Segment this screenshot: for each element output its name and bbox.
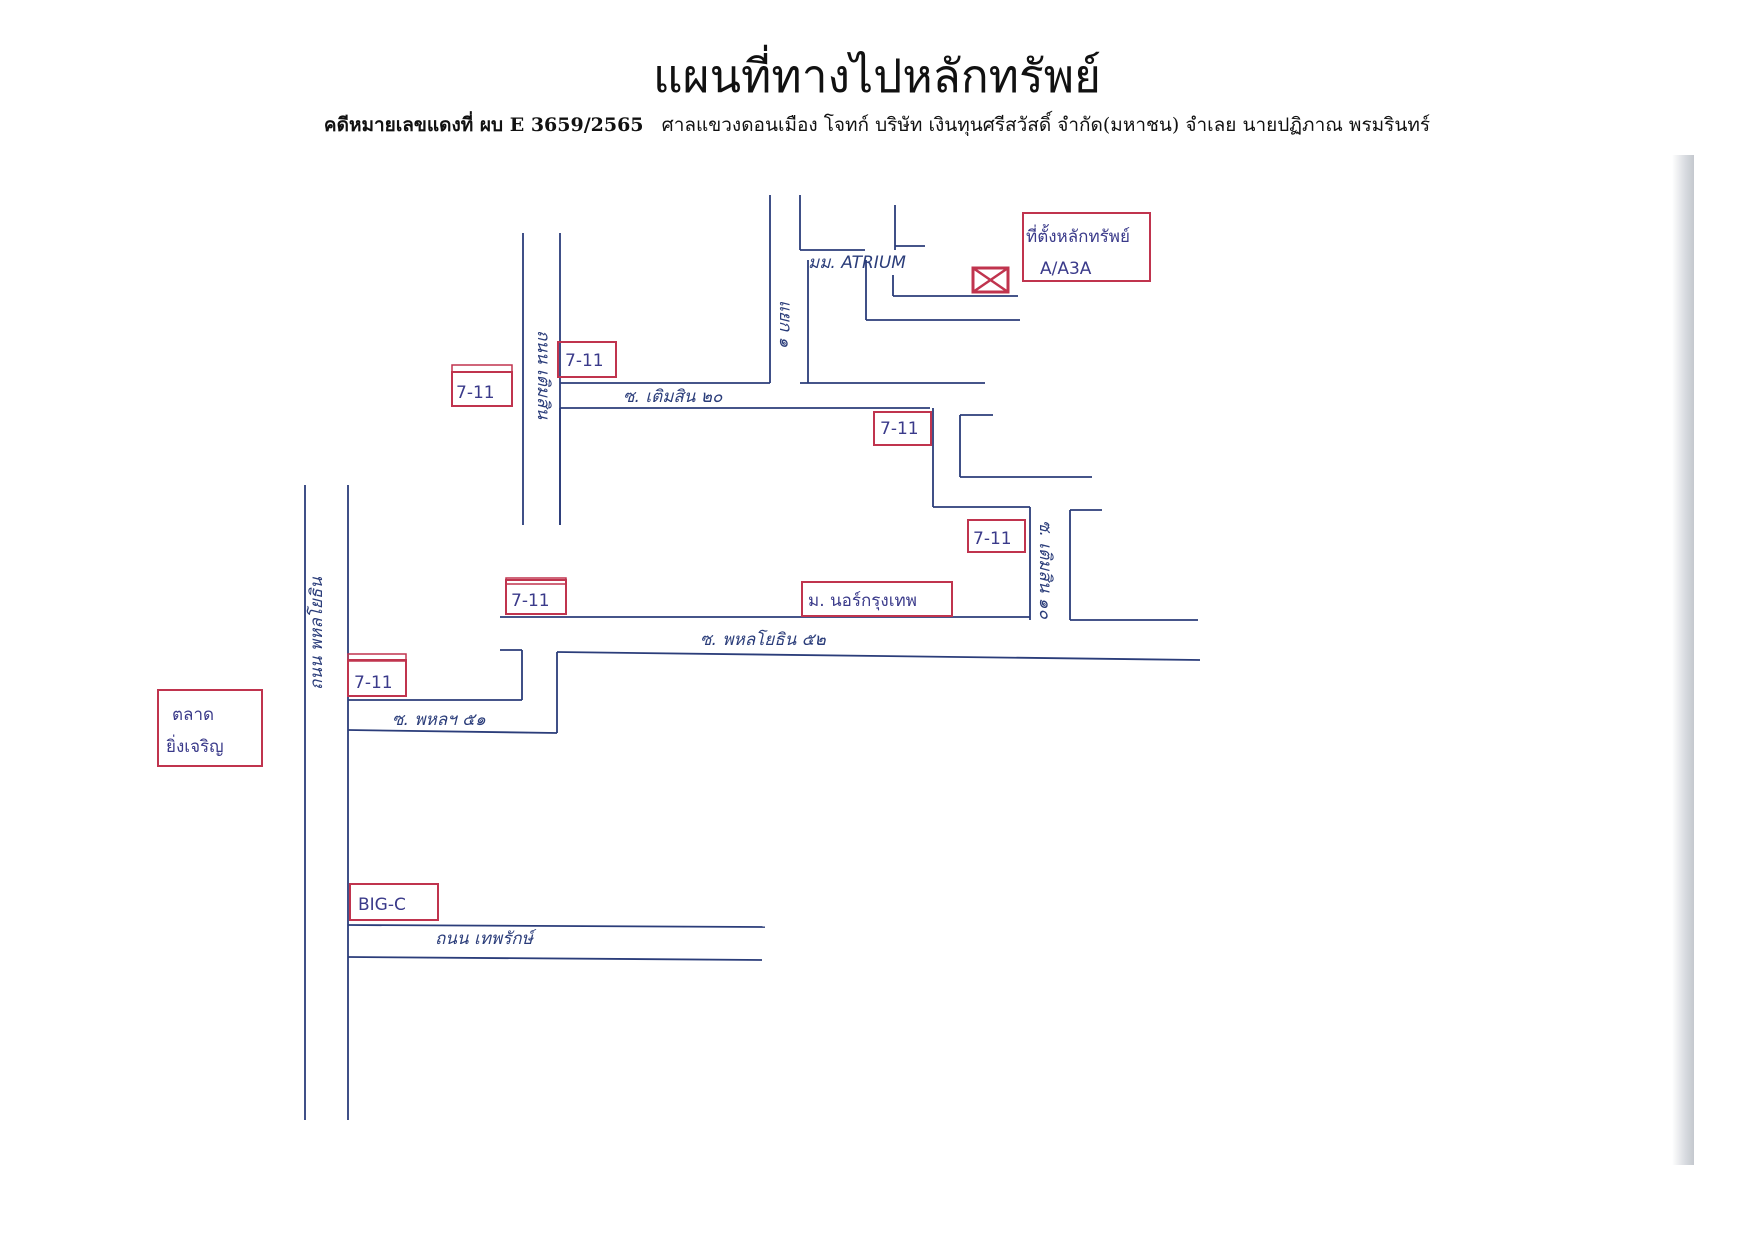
seven-eleven-e: 7-11 <box>505 577 567 615</box>
seven-eleven-d: 7-11 <box>967 519 1026 553</box>
market: ตลาด ยิ่งเจริญ <box>157 689 263 767</box>
soi-right-label: ซ. เติมสิน ๑๐ <box>1035 520 1055 620</box>
lane-1-label: แยก ๑ <box>775 300 795 348</box>
svg-text:ตลาด: ตลาด <box>172 705 214 725</box>
soi-phahon-51-label: ซ. พหลฯ ๕๑ <box>392 710 486 730</box>
svg-text:BIG-C: BIG-C <box>358 895 406 915</box>
case-subtitle: คดีหมายเลขแดงที่ ผบ E 3659/2565 ศาลแขวงด… <box>0 110 1754 140</box>
seven-eleven-c: 7-11 <box>873 411 932 446</box>
village-atrium-label: มม. ATRIUM <box>808 253 906 273</box>
svg-text:7-11: 7-11 <box>565 351 604 371</box>
road-thoem-sin-label: ถนน เติมสิน <box>533 330 553 419</box>
roads <box>304 195 1201 1120</box>
soi-thoem-sin-20-label: ซ. เติมสิน ๒๐ <box>623 387 723 407</box>
road-phahonyothin-label: ถนน พหลโยธิน <box>306 577 327 690</box>
property-marker: ที่ตั้งหลักทรัพย์ A/A3A <box>971 212 1151 294</box>
seven-eleven-a: 7-11 <box>451 364 513 407</box>
svg-text:7-11: 7-11 <box>880 419 919 439</box>
scan-edge-shadow <box>1672 155 1694 1165</box>
seven-eleven-f: 7-11 <box>347 653 407 697</box>
road-thep-rak-label: ถนน เทพรักษ์ <box>435 929 537 949</box>
case-parties: ศาลแขวงดอนเมือง โจทก์ บริษัท เงินทุนศรีส… <box>661 114 1431 136</box>
village-bangkok: ม. นอร์กรุงเทพ <box>801 581 953 617</box>
property-label: ที่ตั้งหลักทรัพย์ <box>1026 224 1130 247</box>
svg-text:7-11: 7-11 <box>973 529 1012 549</box>
soi-phahon-52-label: ซ. พหลโยธิน ๕๒ <box>700 629 827 650</box>
svg-text:7-11: 7-11 <box>456 383 495 403</box>
seven-eleven-b: 7-11 <box>557 341 617 378</box>
svg-text:ยิ่งเจริญ: ยิ่งเจริญ <box>166 734 224 757</box>
big-c: BIG-C <box>349 883 439 921</box>
svg-text:7-11: 7-11 <box>354 673 393 693</box>
page-title: แผนที่ทางไปหลักทรัพย์ <box>653 49 1101 103</box>
svg-text:7-11: 7-11 <box>511 591 550 611</box>
svg-text:ม. นอร์กรุงเทพ: ม. นอร์กรุงเทพ <box>808 591 917 611</box>
case-number: คดีหมายเลขแดงที่ ผบ E 3659/2565 <box>323 114 644 136</box>
property-code: A/A3A <box>1040 259 1092 279</box>
